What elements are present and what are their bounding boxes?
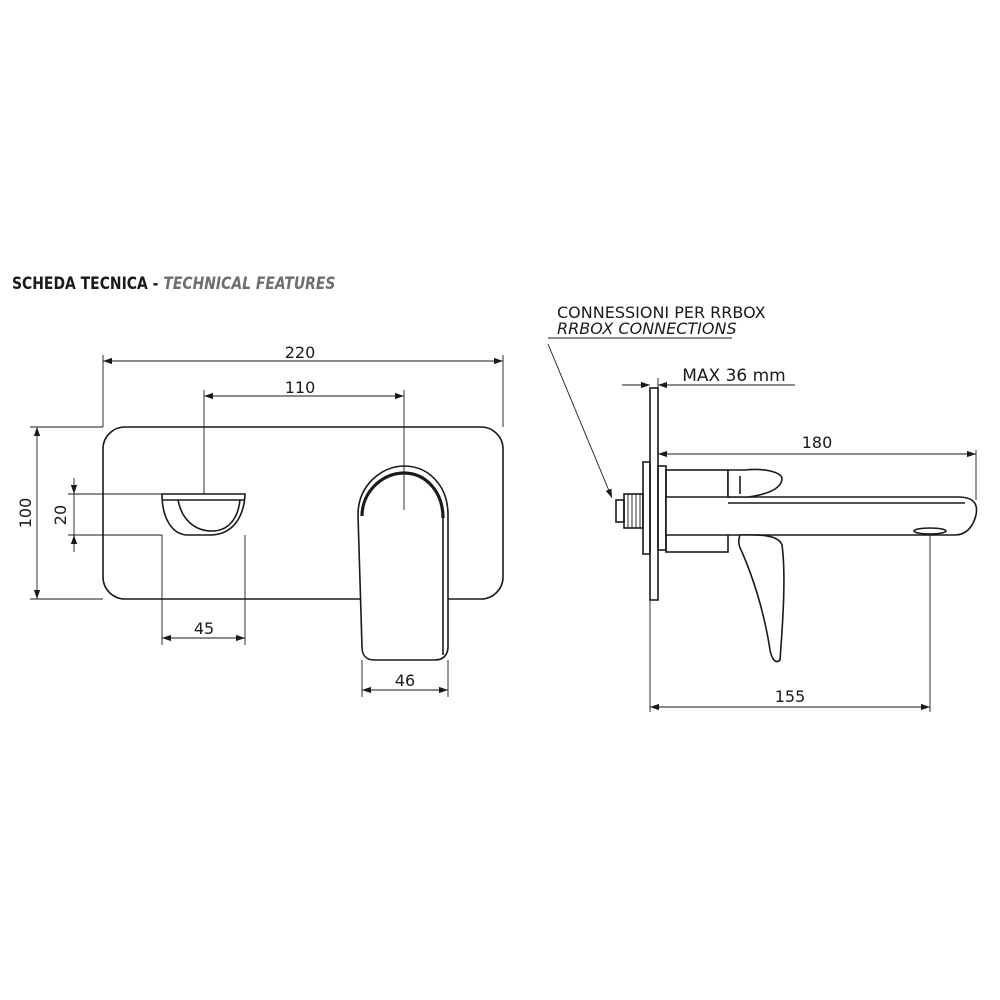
connection-leader-line (547, 343, 613, 499)
connection-label-italian: CONNESSIONI PER RRBOX (557, 303, 766, 322)
side-wall-plate (649, 387, 659, 601)
front-view: 220 110 100 20 45 46 (16, 343, 504, 697)
rrbox-connection-thread (615, 493, 644, 529)
dim-spout-length-label: 180 (802, 433, 833, 452)
dim-total-depth-label: 155 (775, 687, 806, 706)
side-spout (665, 496, 978, 536)
dim-width-label: 220 (285, 343, 316, 362)
connection-label-english: RRBOX CONNECTIONS (557, 319, 737, 338)
dim-height-label: 100 (16, 498, 35, 529)
spout-outlet (161, 493, 246, 536)
title-separator: - (147, 274, 164, 294)
wall-plate (102, 426, 504, 600)
side-rosette (657, 465, 667, 551)
technical-features-title: SCHEDA TECNICA - TECHNICAL FEATURES (12, 274, 335, 294)
side-flange (642, 461, 651, 555)
side-lever (727, 468, 785, 663)
dim-spout-height-label: 20 (51, 505, 70, 525)
side-view: CONNESSIONI PER RRBOX RRBOX CONNECTIONS … (547, 303, 978, 712)
lever-handle (357, 465, 449, 661)
title-italian: SCHEDA TECNICA (12, 274, 148, 294)
title-english: TECHNICAL FEATURES (163, 274, 336, 294)
dim-spacing-label: 110 (285, 378, 316, 397)
dim-lever-width-label: 46 (395, 671, 415, 690)
dim-spout-width-label: 45 (194, 619, 214, 638)
dim-max-depth-label: MAX 36 mm (682, 366, 786, 386)
side-aerator (913, 527, 947, 535)
